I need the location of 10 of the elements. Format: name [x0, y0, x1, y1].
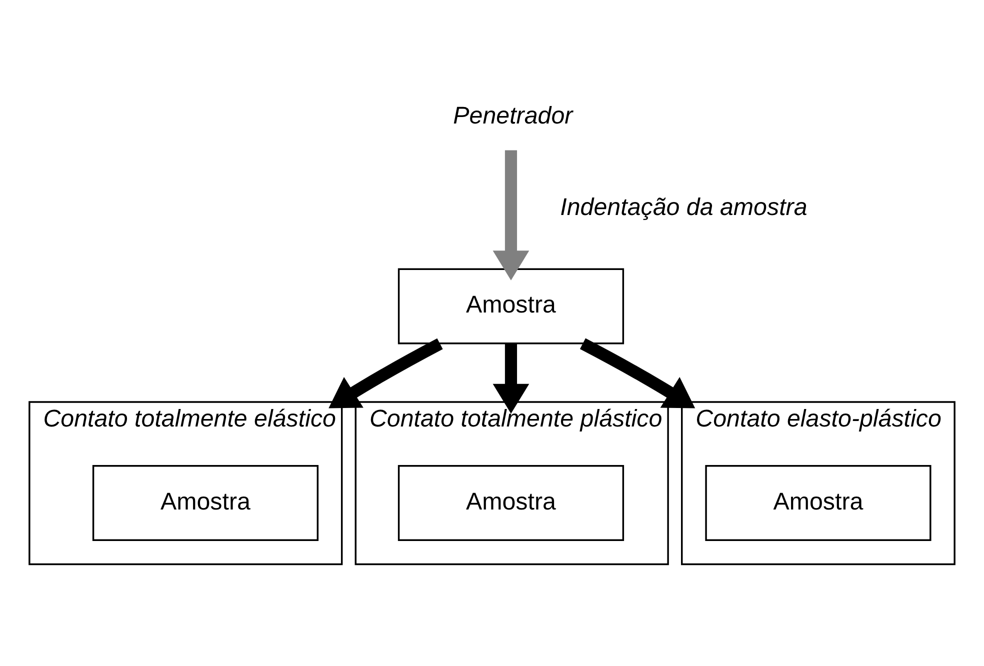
node-box: Amostra	[398, 268, 624, 344]
node-box: Amostra	[398, 465, 624, 541]
edge-label: Indentação da amostra	[560, 194, 808, 222]
node-box: Amostra	[92, 465, 319, 541]
arrow	[492, 150, 530, 280]
node-box: Amostra	[705, 465, 932, 541]
arrow	[492, 343, 530, 414]
node-text: Penetrador	[453, 102, 573, 130]
arrow	[580, 338, 696, 408]
arrow	[328, 338, 443, 408]
